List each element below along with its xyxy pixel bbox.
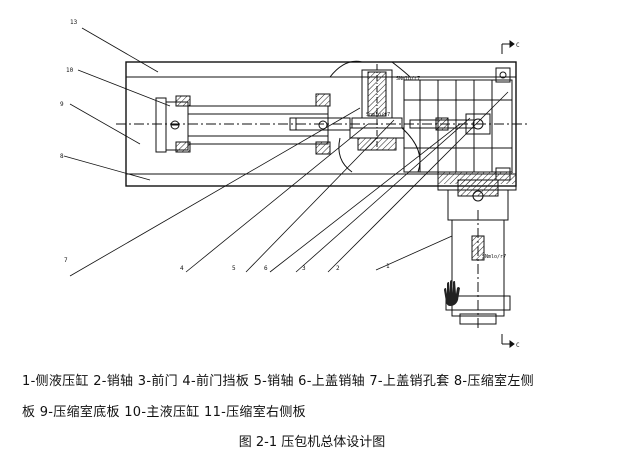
section-label-bottom: C — [516, 342, 520, 349]
part-label-4a: 4 — [180, 265, 184, 272]
figure-title: 图 2-1 压包机总体设计图 — [238, 435, 386, 450]
section-marker-bottom — [501, 334, 515, 348]
section-label-top: C — [516, 42, 520, 49]
main-cylinder-flange — [155, 97, 167, 153]
part-label-7: 7 — [64, 257, 68, 264]
cylinder-front-block — [315, 93, 331, 107]
part-label-8: 8 — [60, 153, 64, 160]
section-marker-top — [501, 40, 515, 54]
part-label-9: 9 — [60, 101, 64, 108]
top-cover-arc — [329, 60, 363, 78]
hand-icon — [444, 280, 460, 306]
dim-note-b: Snmlo/r7 — [366, 112, 390, 118]
dim-note-c: SNmlo/r7 — [482, 254, 506, 260]
part-label-2: 2 — [336, 265, 340, 272]
part-label-10: 10 — [66, 67, 74, 74]
leader-lines — [63, 27, 509, 277]
part-label-6: 6 — [264, 265, 268, 272]
part-label-13: 13 — [70, 19, 78, 26]
cylinder-rear-block — [175, 95, 191, 107]
caption-line-2: 板 9-压缩室底板 10-主液压缸 11-压缩室右侧板 — [22, 405, 306, 420]
part-label-3: 3 — [302, 265, 306, 272]
part-label-5: 5 — [232, 265, 236, 272]
dim-note-a: SNmlo/r7 — [396, 76, 420, 82]
piston-rod — [289, 117, 351, 131]
caption-line-1: 1-侧液压缸 2-销轴 3-前门 4-前门挡板 5-销轴 6-上盖销轴 7-上盖… — [22, 374, 534, 389]
front-door-arc — [338, 137, 353, 173]
right-side-plate — [495, 67, 511, 83]
part-label-1: 1 — [386, 263, 390, 270]
